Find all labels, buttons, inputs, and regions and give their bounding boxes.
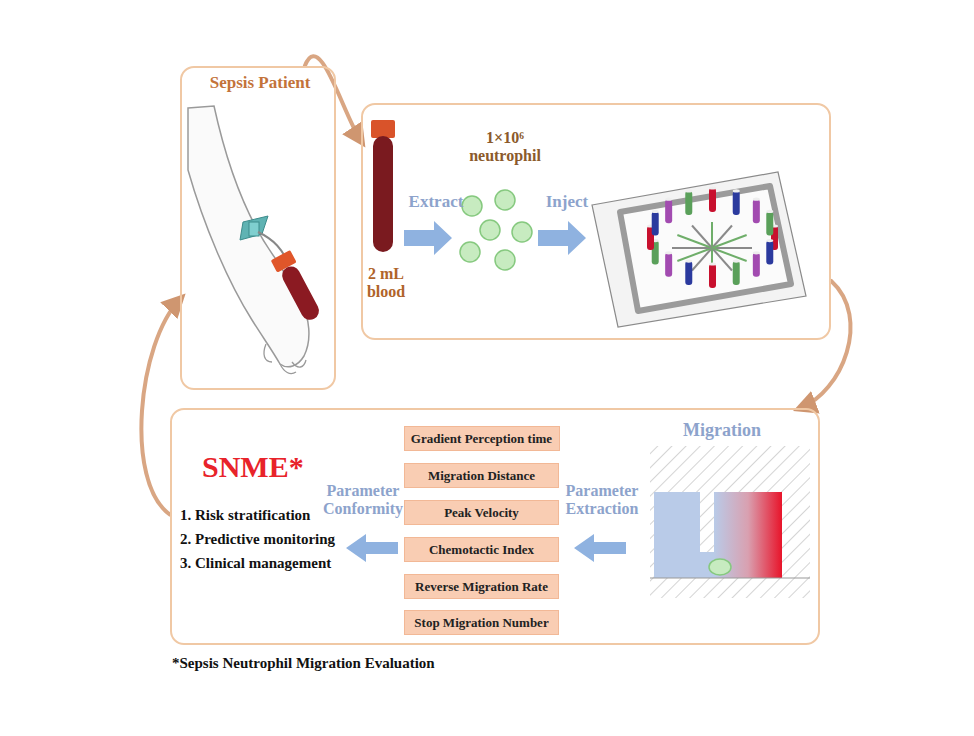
parameter-label: Chemotactic Index [405,538,558,561]
footnote: *Sepsis Neutrophil Migration Evaluation [172,655,435,672]
cell-count: 1×10⁶ neutrophil [455,129,555,166]
parameter-box: Chemotactic Index [404,537,559,562]
parameter-box: Peak Velocity [404,500,559,525]
method-name: SNME* [202,450,312,485]
neutrophils [460,190,532,270]
extraction-arrow [574,534,626,562]
inject-arrow [538,221,586,255]
parameter-label: Migration Distance [405,464,558,487]
list-item: 2. Predictive monitoring [180,531,340,548]
step-label: Inject [539,192,595,212]
blood-tube [371,120,395,252]
evaluation-panel: SNME* 1. Risk stratification 2. Predictive… [170,408,820,645]
flow-arrow [801,281,851,408]
sample-panel: 1×10⁶ neutrophilExtract Inject 2 mL blood [361,103,831,340]
step-label: Parameter Extraction [558,482,646,519]
panel-title: Sepsis Patient [200,73,320,93]
parameter-label: Reverse Migration Rate [405,575,558,598]
parameter-box: Gradient Perception time [404,426,560,451]
flow-arrow [305,56,361,141]
migration-channel [650,446,810,598]
parameter-box: Stop Migration Number [404,610,559,635]
flow-arrow [141,299,180,514]
microfluidic-chip [592,172,806,327]
list-item: 3. Clinical management [180,555,340,572]
parameter-label: Peak Velocity [405,501,558,524]
parameter-box: Migration Distance [404,463,559,488]
section-label: Migration [677,420,767,441]
step-label: Parameter Conformity [318,482,408,519]
parameter-box: Reverse Migration Rate [404,574,559,599]
parameter-label: Gradient Perception time [405,427,559,450]
list-item: 1. Risk stratification [180,507,340,524]
patient-panel: Sepsis Patient [180,66,336,390]
parameter-label: Stop Migration Number [405,611,558,634]
volume-label: 2 mL blood [363,265,409,302]
arm-illustration [188,106,324,374]
step-label: Extract [405,192,467,212]
conformity-arrow [346,534,398,562]
extract-arrow [404,221,452,255]
